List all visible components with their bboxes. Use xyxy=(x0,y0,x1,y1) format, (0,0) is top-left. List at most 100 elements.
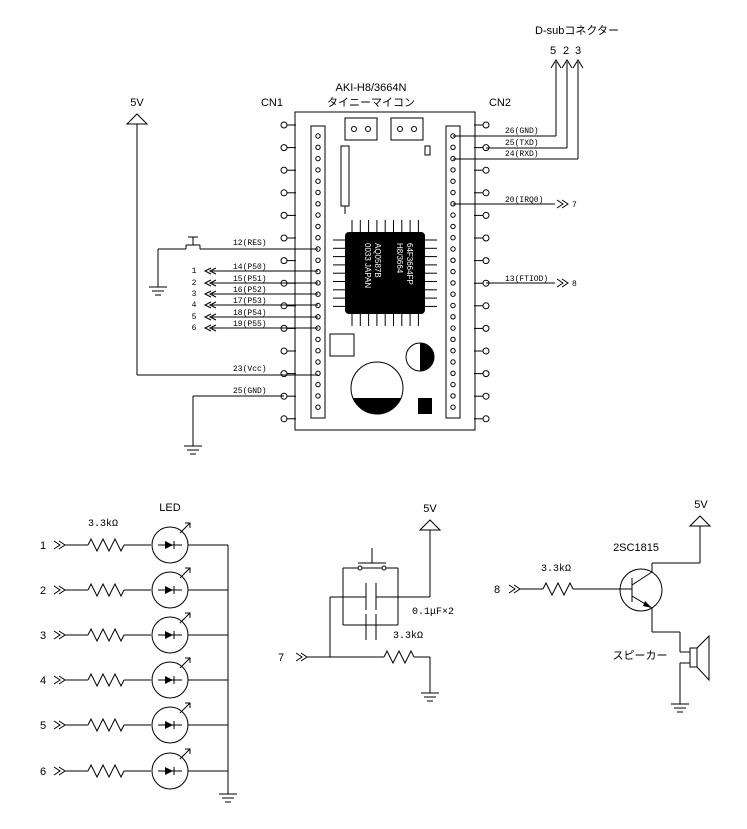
power-jack-2 xyxy=(390,117,424,141)
light-arrow-head xyxy=(185,657,191,663)
cn2-outer-pin xyxy=(482,392,490,400)
speaker-label: スピーカー xyxy=(613,649,668,662)
led-row: 5 xyxy=(40,702,228,744)
port-out-arrow xyxy=(203,313,217,321)
cn1-signal-label: 15(P51) xyxy=(233,275,267,284)
switch-resistor-label: 3.3kΩ xyxy=(393,630,423,642)
cn2-outer-pin xyxy=(482,257,490,265)
resistor xyxy=(87,582,125,598)
chip-line-3: AQ0587B xyxy=(373,243,382,278)
resistor xyxy=(87,763,125,779)
cap-polarity-mark xyxy=(420,343,434,371)
cn2-outer-pins xyxy=(474,121,490,423)
cn1-header-pin xyxy=(315,336,321,343)
light-arrow xyxy=(179,702,191,714)
cn2-header-pin xyxy=(450,167,456,173)
vcc-label: 5V xyxy=(130,97,144,109)
cn1-label: CN1 xyxy=(261,97,283,109)
cn1-outer-pin xyxy=(280,121,288,129)
mcu-leads xyxy=(333,220,437,326)
cn1-header-strip xyxy=(310,125,326,419)
cn2-outer-pin xyxy=(482,121,490,129)
cn2-signal-wires: 26(GND) 25(TXD) 24(RXD) 20(IRQ0) 13(FTIO… xyxy=(453,62,579,289)
transistor-2sc1815 xyxy=(619,568,663,612)
cn2-header-pin xyxy=(450,404,456,410)
resistor xyxy=(87,537,125,553)
led-row: 2 xyxy=(40,567,228,609)
speaker-vcc-label: 5V xyxy=(694,499,708,511)
dsub-pin-label: 2 xyxy=(563,45,569,57)
light-arrow xyxy=(179,612,191,624)
input-arrow xyxy=(53,675,66,685)
cn2-signal-label: 25(TXD) xyxy=(505,139,539,148)
light-arrow-head xyxy=(185,567,191,573)
cn2-header-pin xyxy=(450,348,456,354)
cn1-outer-pin xyxy=(280,166,288,174)
transistor-label: 2SC1815 xyxy=(613,542,659,554)
cn1-outer-pin xyxy=(280,347,288,355)
cn2-header-pin xyxy=(450,325,456,331)
jack-pin xyxy=(411,126,417,132)
mcu-chip xyxy=(345,232,425,314)
led-row: 1 xyxy=(40,522,228,564)
cn1-signal-wires: 12(RES) 14(P50) 15(P51) 16(P52) 17(P53) … xyxy=(192,239,318,396)
cn1-header-pin xyxy=(315,359,321,365)
port-out-label: 4 xyxy=(192,301,197,310)
cn1-header-pin xyxy=(315,133,321,139)
cn2-header-pin xyxy=(450,223,456,230)
vcc-symbol xyxy=(125,113,149,125)
cn2-outer-pin xyxy=(482,211,490,219)
led-resistor-label: 3.3kΩ xyxy=(88,518,118,530)
vcc-symbol xyxy=(418,519,442,531)
module-ground xyxy=(184,395,284,455)
resistor xyxy=(87,627,125,643)
input-arrow xyxy=(53,766,66,776)
light-arrow xyxy=(179,748,191,760)
crystal xyxy=(340,145,350,207)
cn1-header-pin xyxy=(315,189,321,196)
port-out-arrow xyxy=(203,301,217,309)
chip-line-2: H8/3664 xyxy=(395,243,404,274)
cn2-outer-pin xyxy=(482,189,490,197)
cn2-header-pin xyxy=(450,302,456,309)
power-jack-1 xyxy=(344,117,378,141)
cn1-outer-pin xyxy=(280,189,288,197)
cn1-header-pin xyxy=(315,167,321,173)
switch-vcc-label: 5V xyxy=(423,503,437,515)
reset-switch xyxy=(149,236,318,296)
cn1-header-pin xyxy=(315,348,321,354)
cn2-header-pin xyxy=(450,257,456,263)
cn1-header-pin xyxy=(315,144,321,151)
cn2-header-pin xyxy=(450,370,456,376)
input-arrow xyxy=(295,652,308,662)
cn1-header-pin xyxy=(315,235,321,241)
cn2-signal-label: 13(FTIOD) xyxy=(505,275,548,284)
cn1-header-pin xyxy=(315,381,321,388)
cn2-outer-pin xyxy=(482,166,490,174)
cn1-header-pin xyxy=(315,393,321,399)
cn2-signal-label: 20(IRQ0) xyxy=(505,196,543,205)
resistor xyxy=(87,717,125,733)
cn1-outer-pin xyxy=(280,144,288,152)
jack-pin xyxy=(397,126,403,132)
cn1-header-pin xyxy=(315,201,321,207)
input-arrow xyxy=(53,720,66,730)
cn1-outer-pin xyxy=(280,211,288,219)
jack-pin xyxy=(365,126,371,132)
light-arrow xyxy=(179,567,191,579)
port-out-arrow xyxy=(203,290,217,298)
cn2-outer-pin xyxy=(482,370,490,378)
dsub-title: D-subコネクター xyxy=(535,24,619,37)
cn2-header-pin xyxy=(450,212,456,218)
cn2-header-pin xyxy=(450,268,456,275)
cn1-outer-pin xyxy=(280,370,288,378)
cn1-outer-pin xyxy=(280,302,288,310)
cn1-header-pin xyxy=(315,212,321,218)
cn1-header-pin xyxy=(315,268,321,275)
module-title: AKI-H8/3664N xyxy=(336,82,407,94)
cn2-header-pin xyxy=(450,189,456,196)
cn2-signal-label: 24(RXD) xyxy=(505,150,539,159)
vcc-rail: 5V xyxy=(125,97,318,376)
light-arrow-head xyxy=(185,702,191,708)
